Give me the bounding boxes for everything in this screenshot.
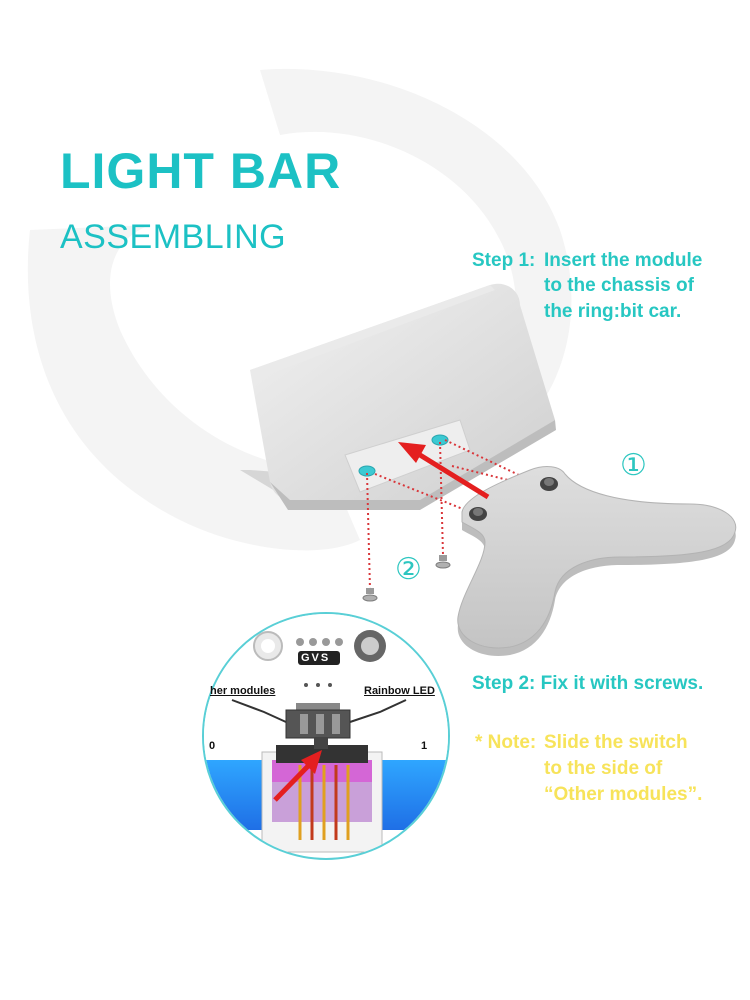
screw-front bbox=[362, 588, 378, 602]
step1-line-2: to the chassis of bbox=[544, 275, 694, 296]
note-line-1: Slide the switch bbox=[544, 732, 688, 753]
note-line-3: “Other modules”. bbox=[544, 784, 703, 805]
note-label: * Note: bbox=[475, 732, 537, 753]
rainbow-led-label: Rainbow LED bbox=[364, 685, 435, 697]
switch-side-0: 0 bbox=[209, 740, 216, 752]
screw-back bbox=[435, 555, 451, 569]
page-subtitle: ASSEMBLING bbox=[60, 218, 287, 256]
page-title: LIGHT BAR bbox=[60, 143, 342, 199]
note-line-2: to the side of bbox=[544, 758, 663, 779]
pin-label: GVS bbox=[301, 652, 331, 664]
step1-line-3: the ring:bit car. bbox=[544, 301, 682, 322]
step1-line-1: Insert the module bbox=[544, 250, 703, 271]
marker-one: ① bbox=[620, 448, 647, 483]
switch-side-1: 1 bbox=[421, 740, 428, 752]
mount-hole-back bbox=[431, 434, 449, 446]
other-modules-label: her modules bbox=[210, 685, 276, 697]
light-bar-bracket bbox=[240, 283, 556, 510]
step1-label: Step 1: bbox=[472, 250, 536, 271]
module-board bbox=[457, 466, 737, 656]
mount-hole-front bbox=[358, 465, 376, 477]
insert-arrow bbox=[398, 442, 490, 500]
marker-two: ② bbox=[395, 552, 422, 587]
step2-text: Step 2: Fix it with screws. bbox=[472, 673, 704, 694]
chassis-ring bbox=[260, 68, 572, 455]
zoom-detail bbox=[202, 612, 450, 860]
